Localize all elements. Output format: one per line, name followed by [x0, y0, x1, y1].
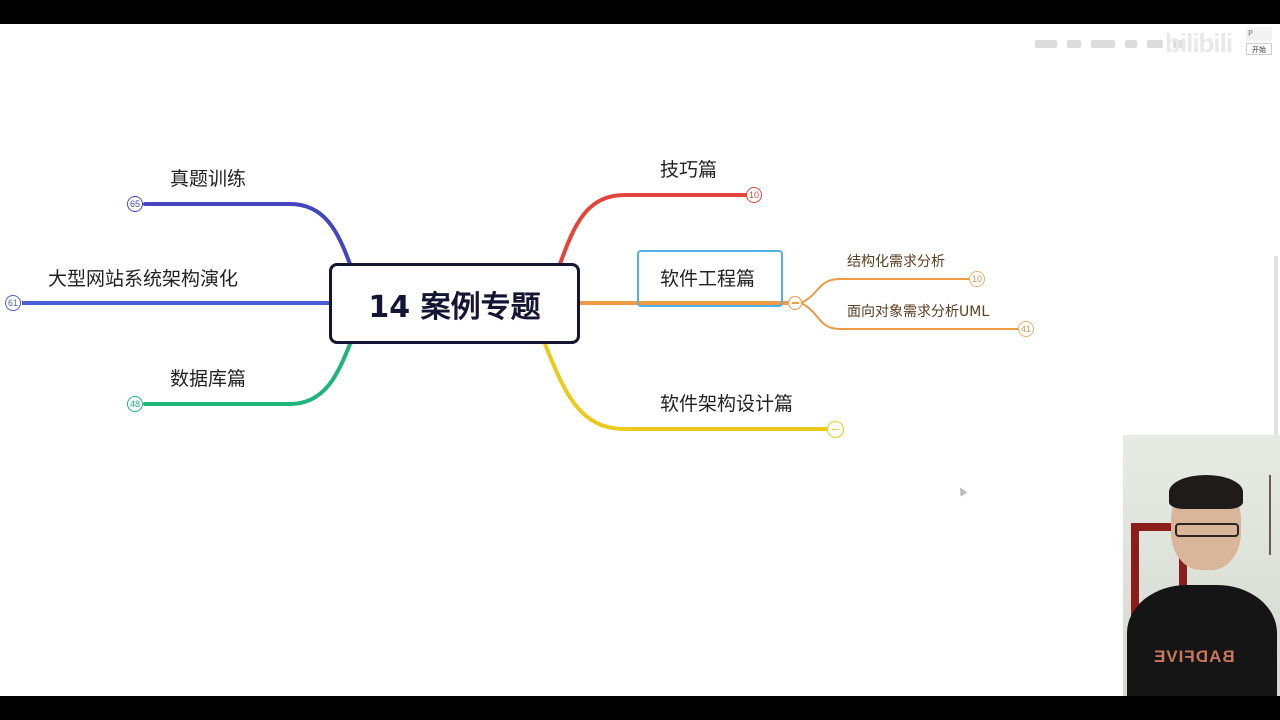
bottom-letterbox: [0, 696, 1280, 720]
topic-zhenti-xunlian[interactable]: 真题训练: [170, 168, 247, 190]
p-indicator: P: [1246, 27, 1272, 41]
top-letterbox: [0, 0, 1280, 24]
collapse-toggle[interactable]: [788, 296, 802, 310]
root-topic-label: 14 案例专题: [368, 289, 541, 325]
webcam-overlay: BADFIVE: [1123, 435, 1280, 696]
topic-count-badge[interactable]: 10: [746, 187, 762, 203]
minus-icon: [791, 302, 799, 304]
topic-software-engineering[interactable]: 软件工程篇: [660, 268, 756, 290]
webcam-door: [1131, 523, 1187, 641]
topic-database[interactable]: 数据库篇: [170, 368, 247, 390]
minus-icon: [832, 428, 839, 431]
webcam-picture-frame: [1269, 475, 1280, 555]
vertical-scrollbar[interactable]: [1274, 256, 1278, 436]
start-button[interactable]: 开始: [1246, 43, 1272, 55]
webcam-person-body: [1127, 585, 1277, 696]
glasses-icon: [1175, 523, 1239, 537]
topic-tips[interactable]: 技巧篇: [660, 159, 718, 181]
root-topic[interactable]: 14 案例专题: [329, 263, 580, 344]
faded-toolbar: [1035, 34, 1245, 54]
watermark-logo: bilibili: [1165, 28, 1233, 58]
topic-count-badge[interactable]: 41: [1018, 321, 1034, 337]
mindmap-canvas[interactable]: [0, 24, 1280, 696]
expand-toggle[interactable]: [827, 421, 844, 438]
subtopic-structured-analysis[interactable]: 结构化需求分析: [847, 254, 945, 270]
topic-software-architecture[interactable]: 软件架构设计篇: [660, 393, 794, 415]
topic-count-badge[interactable]: 48: [127, 396, 143, 412]
shirt-print: BADFIVE: [1153, 647, 1235, 666]
topic-count-badge[interactable]: 10: [969, 271, 985, 287]
webcam-person-hair: [1169, 475, 1243, 509]
topic-count-badge[interactable]: 65: [127, 196, 143, 212]
topic-count-badge[interactable]: 61: [5, 295, 21, 311]
subtopic-oo-analysis-uml[interactable]: 面向对象需求分析UML: [847, 304, 990, 320]
topic-website-architecture[interactable]: 大型网站系统架构演化: [48, 268, 239, 290]
selected-topic-frame: [637, 250, 783, 307]
